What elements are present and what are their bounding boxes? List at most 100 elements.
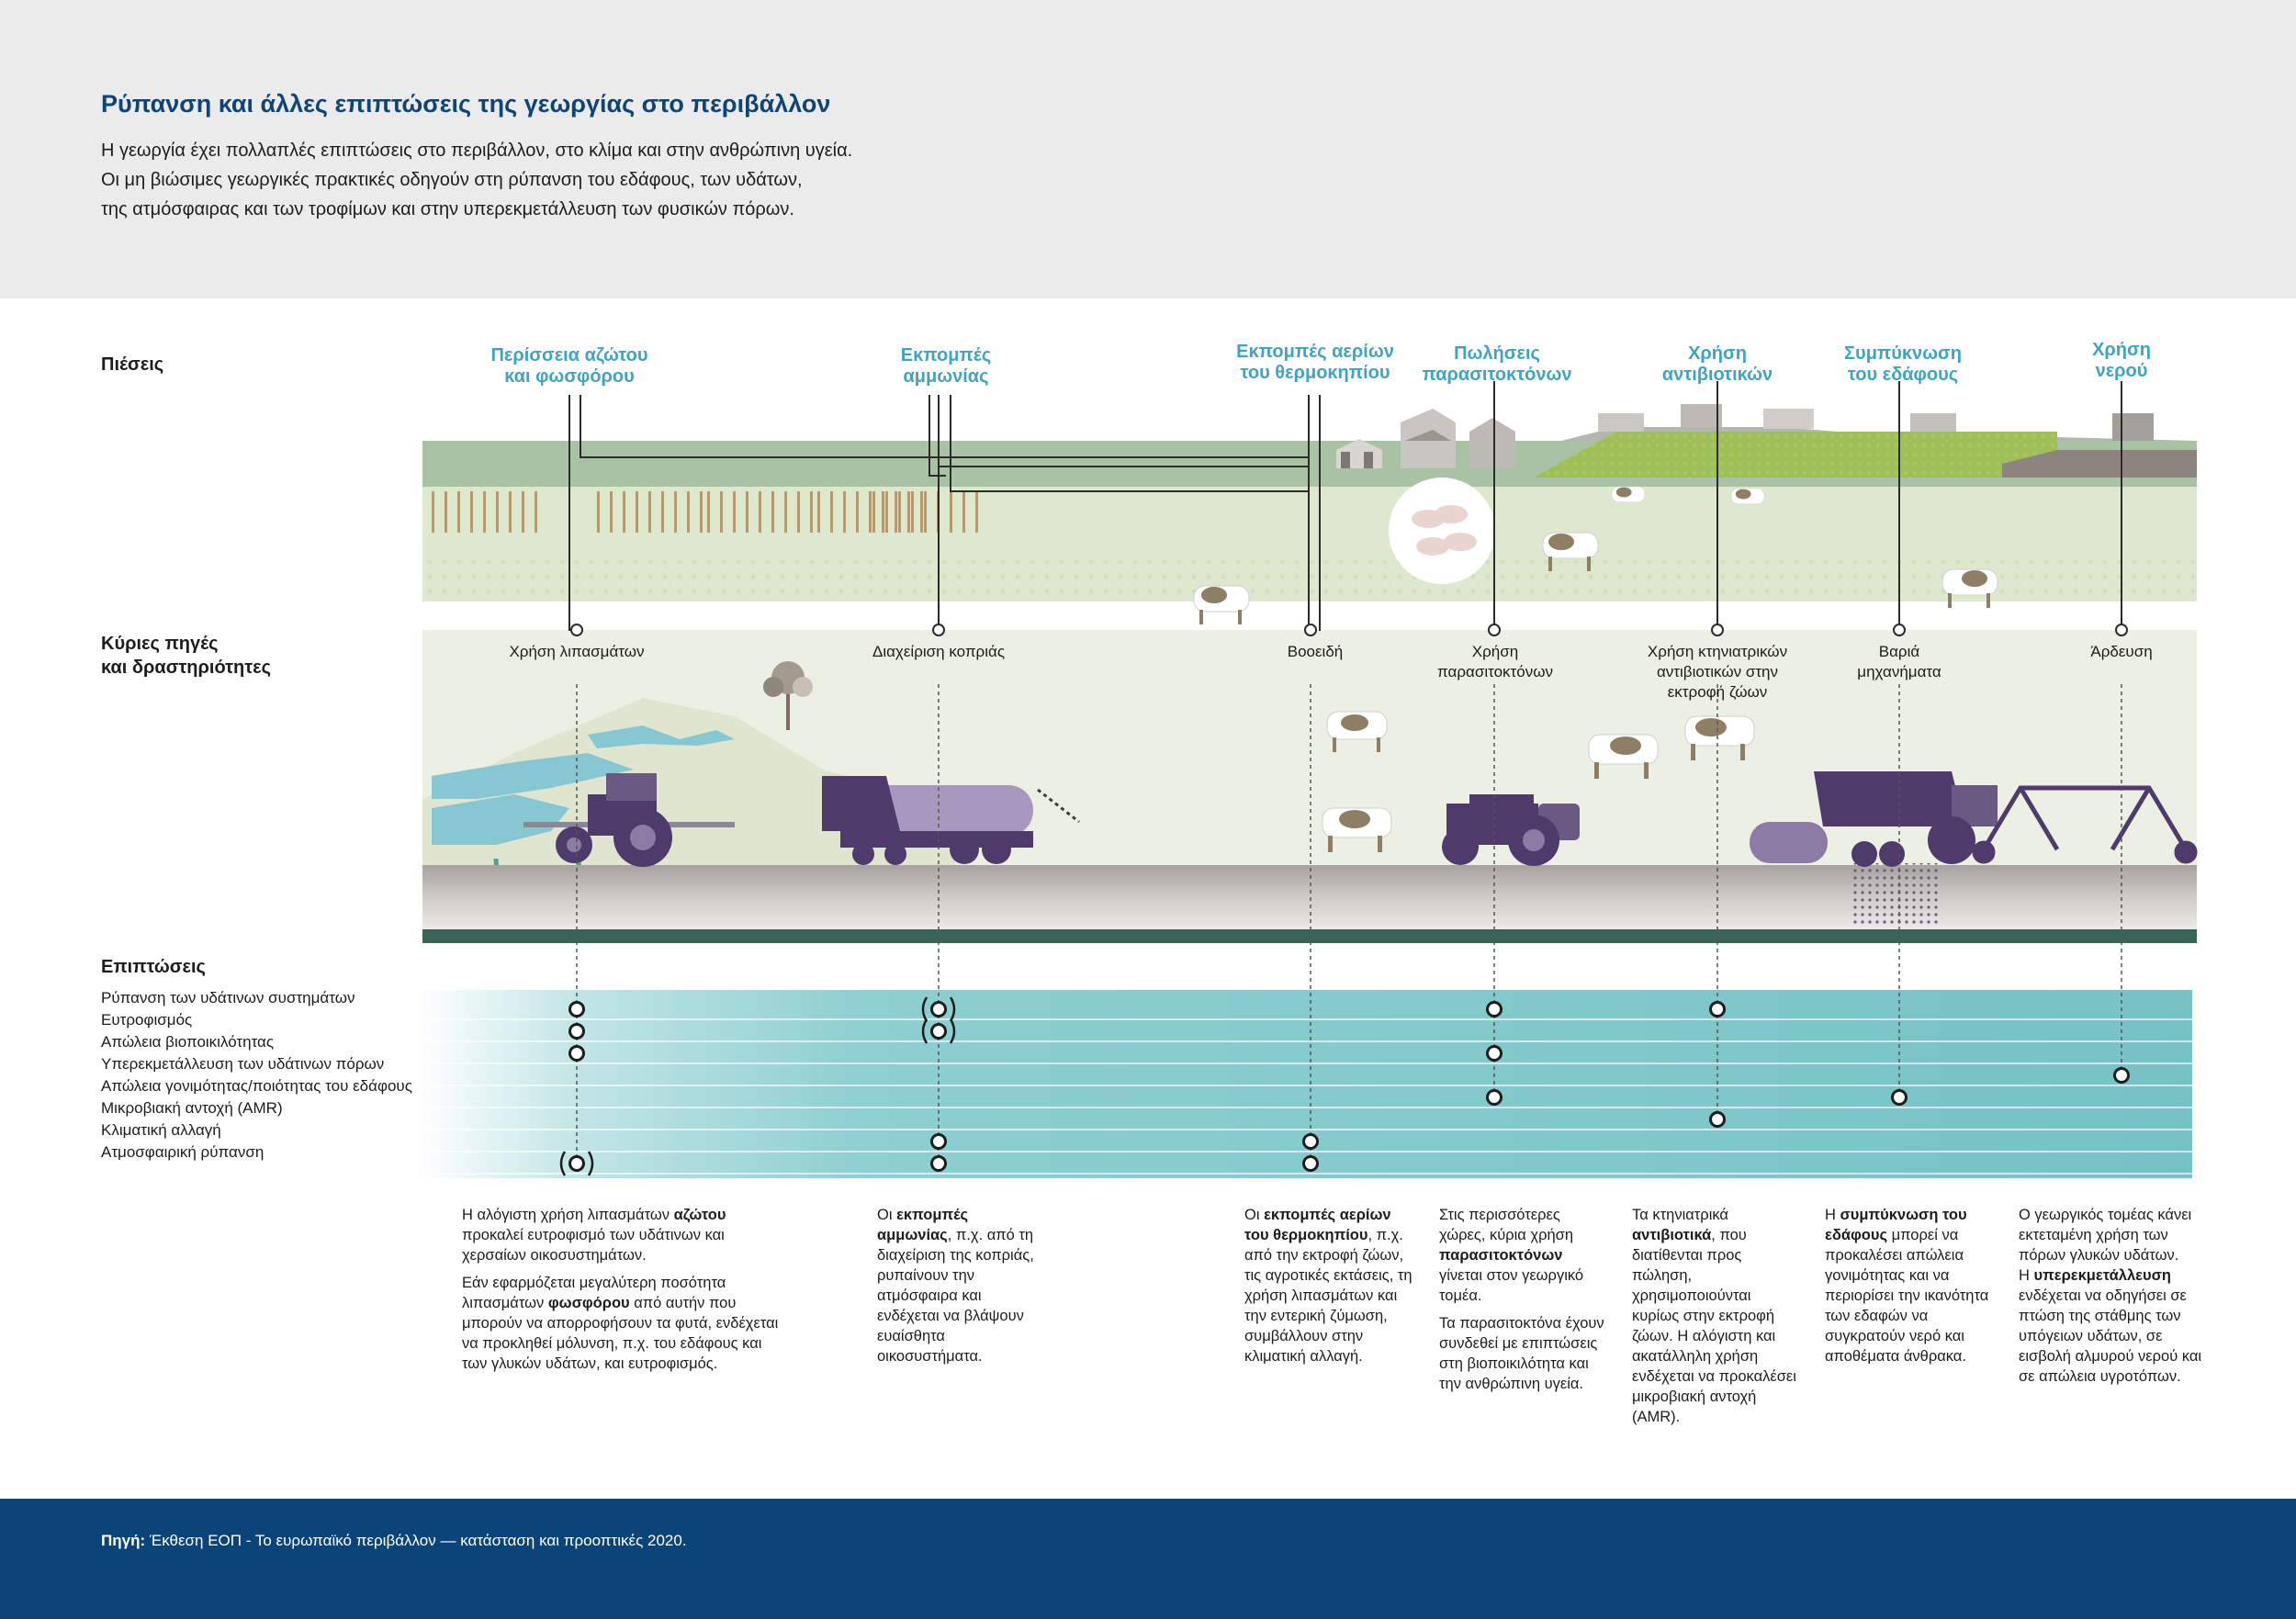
description-ammonia: Οι εκπομπές αμμωνίας, π.χ. από τη διαχεί… bbox=[877, 1205, 1047, 1374]
pressure-line: Συμπύκνωση bbox=[1844, 343, 1962, 364]
plowed-field bbox=[2002, 450, 2197, 478]
impact-biodiversity-loss: Απώλεια βιοποικιλότητας bbox=[101, 1033, 275, 1051]
desc-text: , π.χ. από την εκτροφή ζώων, τις αγροτικ… bbox=[1244, 1227, 1412, 1365]
manure-tanker bbox=[822, 776, 1080, 865]
source-irrigation: Άρδευση bbox=[2090, 642, 2152, 662]
desc-text: προκαλεί ευτροφισμό των υδάτινων και χερ… bbox=[462, 1227, 725, 1264]
source-line: μηχανήματα bbox=[1857, 663, 1941, 680]
pressure-pesticide-sales: Πωλήσεις παρασιτοκτόνων bbox=[1423, 343, 1572, 386]
fertilizer-tractor bbox=[523, 773, 735, 867]
source-cattle: Βοοειδή bbox=[1288, 642, 1344, 662]
section-pressures: Πιέσεις bbox=[101, 354, 164, 375]
impact-antimicrobial-resistance: Μικροβιακή αντοχή (AMR) bbox=[101, 1099, 283, 1117]
partial-bracket-left bbox=[559, 1151, 567, 1176]
impact-dot bbox=[568, 1023, 585, 1040]
footer-source: Πηγή: Έκθεση ΕΟΠ - Το ευρωπαϊκό περιβάλλ… bbox=[101, 1532, 687, 1550]
pressure-greenhouse-gas: Εκπομπές αερίων του θερμοκηπίου bbox=[1236, 342, 1394, 384]
impact-dot bbox=[930, 1133, 947, 1150]
source-marker-circle bbox=[570, 624, 583, 636]
impact-dot bbox=[930, 1023, 947, 1040]
section-impacts: Επιπτώσεις bbox=[101, 957, 206, 977]
pressure-line: Χρήση bbox=[1688, 343, 1747, 364]
section-sources: Κύριες πηγές και δραστηριότητες bbox=[101, 632, 271, 680]
source-line: Χρήση λιπασμάτων bbox=[509, 643, 645, 660]
source-line: Χρήση κτηνιατρικών bbox=[1647, 643, 1788, 660]
impact-water-pollution: Ρύπανση των υδάτινων συστημάτων bbox=[101, 989, 355, 1006]
source-heavy-machinery: Βαριά μηχανήματα bbox=[1857, 642, 1941, 682]
desc-text: Οι bbox=[877, 1207, 897, 1223]
source-line: παρασιτοκτόνων bbox=[1437, 663, 1553, 680]
footer-text: Έκθεση ΕΟΠ - Το ευρωπαϊκό περιβάλλον — κ… bbox=[145, 1532, 687, 1549]
pressure-line: αντιβιοτικών bbox=[1661, 365, 1773, 385]
impact-soil-fertility-loss: Απώλεια γονιμότητας/ποιότητας του εδάφου… bbox=[101, 1077, 412, 1095]
bedrock-line bbox=[422, 929, 2197, 943]
source-line: Άρδευση bbox=[2090, 643, 2153, 660]
source-manure-management: Διαχείριση κοπριάς bbox=[872, 642, 1005, 662]
desc-bold: αντιβιοτικά bbox=[1632, 1227, 1712, 1243]
source-fertilizer-use: Χρήση λιπασμάτων bbox=[509, 642, 644, 662]
source-marker-circle bbox=[1893, 624, 1906, 636]
intro-text: Η γεωργία έχει πολλαπλές επιπτώσεις στο … bbox=[101, 136, 852, 224]
crop-field-pattern bbox=[1534, 432, 2057, 478]
compacted-soil bbox=[1851, 863, 1938, 928]
cows-pasture bbox=[1193, 486, 1998, 624]
source-line: Βοοειδή bbox=[1287, 643, 1344, 660]
desc-bold: εκπομπές αερίων του θερμοκηπίου bbox=[1244, 1207, 1391, 1243]
section-sources-line: και δραστηριότητες bbox=[101, 658, 272, 678]
pressure-nitrogen-phosphorus: Περίσσεια αζώτου και φωσφόρου bbox=[490, 345, 647, 388]
impact-air-pollution: Ατμοσφαιρική ρύπανση bbox=[101, 1143, 264, 1161]
source-markers bbox=[570, 624, 2128, 636]
impact-water-overexploitation: Υπερεκμετάλλευση των υδάτινων πόρων bbox=[101, 1055, 385, 1073]
source-veterinary-antibiotics: Χρήση κτηνιατρικών αντιβιοτικών στην εκτ… bbox=[1648, 642, 1787, 703]
impact-eutrophication: Ευτροφισμός bbox=[101, 1011, 193, 1029]
partial-bracket-left bbox=[921, 1018, 929, 1044]
impact-dot bbox=[930, 1155, 947, 1172]
section-sources-line: Κύριες πηγές bbox=[101, 634, 219, 654]
desc-text: Ο γεωργικός τομέας κάνει εκτεταμένη χρήσ… bbox=[2019, 1207, 2192, 1264]
desc-bold: φωσφόρου bbox=[547, 1295, 630, 1311]
source-line: αντιβιοτικών στην bbox=[1656, 663, 1779, 680]
pressure-line: αμμωνίας bbox=[903, 366, 989, 387]
combine-harvester bbox=[1750, 771, 1998, 867]
desc-text: Οι bbox=[1244, 1207, 1265, 1223]
impact-band bbox=[418, 990, 2192, 1178]
pesticide-tractor bbox=[1442, 794, 1580, 866]
impact-dot bbox=[1302, 1155, 1319, 1172]
impact-dot bbox=[1891, 1089, 1908, 1106]
impact-dot bbox=[568, 1155, 585, 1172]
source-marker-circle bbox=[932, 624, 945, 636]
partial-bracket-right bbox=[587, 1151, 594, 1176]
desc-bold: παρασιτοκτόνων bbox=[1439, 1247, 1563, 1264]
desc-text: Η bbox=[1825, 1207, 1840, 1223]
partial-bracket-right bbox=[949, 1018, 956, 1044]
source-marker-circle bbox=[1711, 624, 1724, 636]
impact-matrix bbox=[559, 996, 2130, 1176]
source-line: Χρήση bbox=[1471, 643, 1519, 660]
desc-bold: αζώτου bbox=[673, 1207, 726, 1223]
impact-gridlines bbox=[418, 1018, 2192, 1175]
desc-text: από αυτήν που μπορούν να απορροφήσουν τα… bbox=[462, 1295, 779, 1372]
pressure-line: νερού bbox=[2095, 361, 2148, 381]
source-line: Βαριά bbox=[1878, 643, 1920, 660]
source-marker-circle bbox=[1304, 624, 1317, 636]
cattle-herd bbox=[1322, 711, 1755, 852]
tree bbox=[763, 661, 813, 730]
intro-line: της ατμόσφαιρας και των τροφίμων και στη… bbox=[101, 199, 794, 219]
pressure-line: του θερμοκηπίου bbox=[1240, 363, 1390, 383]
irrigation-system bbox=[1972, 785, 2198, 864]
description-greenhouse: Οι εκπομπές αερίων του θερμοκηπίου, π.χ.… bbox=[1244, 1205, 1414, 1374]
desc-text: Εάν εφαρμόζεται μεγαλύτερη ποσότητα λιπα… bbox=[462, 1275, 726, 1311]
pressure-antibiotics: Χρήση αντιβιοτικών bbox=[1662, 343, 1773, 386]
pressure-line: του εδάφους bbox=[1847, 365, 1959, 385]
desc-text: Η bbox=[2019, 1267, 2034, 1284]
description-nutrients: Η αλόγιστη χρήση λιπασμάτων αζώτου προκα… bbox=[462, 1205, 788, 1381]
header-band bbox=[0, 0, 2296, 298]
source-marker-circle bbox=[2115, 624, 2128, 636]
impact-dot bbox=[2113, 1067, 2130, 1084]
pressure-soil-compaction: Συμπύκνωση του εδάφους bbox=[1844, 343, 1962, 386]
impact-dashlines bbox=[576, 684, 2122, 1164]
footer-label: Πηγή: bbox=[101, 1532, 146, 1549]
impact-dot bbox=[1302, 1133, 1319, 1150]
desc-text: , που διατίθενται προς πώληση, χρησιμοπο… bbox=[1632, 1227, 1796, 1425]
